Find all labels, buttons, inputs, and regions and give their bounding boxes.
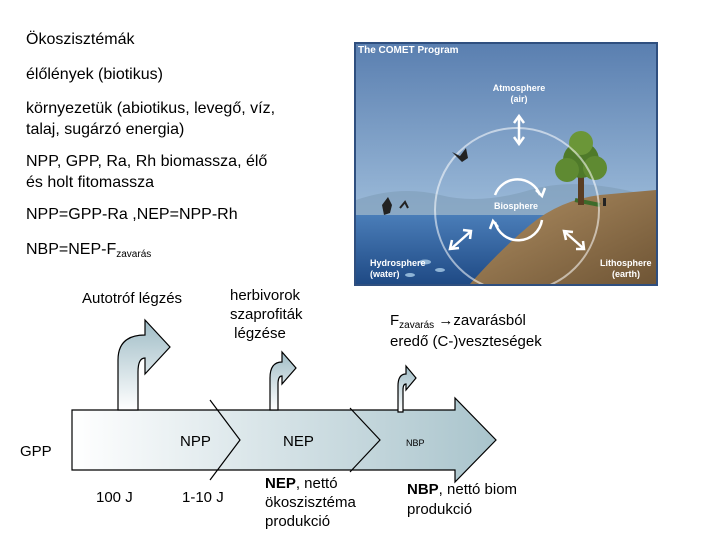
nbp-formula-subscript: zavarás xyxy=(116,249,152,260)
atmosphere-sub-label: (air) xyxy=(510,94,528,104)
fish-icon xyxy=(435,268,445,272)
autotrophic-respiration-arrow xyxy=(117,318,171,411)
biosphere-label: Biosphere xyxy=(494,201,539,211)
bullet-environment-line1: környezetük (abiotikus, levegő, víz, xyxy=(26,100,276,117)
gpp-label: GPP xyxy=(20,443,52,460)
nbp-label: NBP xyxy=(406,438,425,448)
nep-label: NEP xyxy=(283,433,314,450)
nbp-definition-rest: , nettó biom xyxy=(438,481,518,498)
bullet-environment-line2: talaj, sugárzó energia) xyxy=(26,121,185,138)
bullet-organisms: élőlények (biotikus) xyxy=(26,66,163,83)
bullet-biomass-line2: és holt fitomassza xyxy=(26,174,155,191)
disturbance-text: →zavarásból xyxy=(434,312,526,329)
lithosphere-sub-label: (earth) xyxy=(612,269,641,279)
nep-definition-line3: produkció xyxy=(265,513,331,530)
land xyxy=(470,190,656,284)
image-header: The COMET Program xyxy=(358,45,459,56)
hydrosphere-label: Hydrosphere xyxy=(370,258,426,268)
nbp-definition-line2: produkció xyxy=(407,501,473,518)
fish-icon xyxy=(405,273,415,277)
bullet-biomass-line1: NPP, GPP, Ra, Rh biomassza, élő xyxy=(26,153,268,170)
autotrophic-respiration-label: Autotróf légzés xyxy=(82,290,183,307)
bullet-nbp-formula: NBP=NEP-Fzavarás xyxy=(26,240,151,265)
nbp-formula-main: NBP=NEP-F xyxy=(26,241,117,258)
nep-definition-bold: NEP xyxy=(265,475,296,492)
nep-separator xyxy=(349,407,381,473)
hydrosphere-sub-label: (water) xyxy=(370,269,400,279)
disturbance-label-line1: Fzavarás →zavarásból xyxy=(390,311,526,336)
heterotrophic-respiration-arrow xyxy=(269,350,297,411)
earth-spheres-image xyxy=(354,42,658,286)
nbp-definition-line1: NBP, nettó biom xyxy=(407,480,517,499)
nep-definition-line2: ökoszisztéma xyxy=(265,494,356,511)
disturbance-loss-arrow xyxy=(397,364,417,413)
penguin-icon xyxy=(382,197,392,215)
main-flow-arrow xyxy=(71,396,497,484)
exchange-arrows-icon xyxy=(448,113,586,251)
animal-icon xyxy=(603,198,606,206)
fish-icon xyxy=(419,259,431,265)
energy-1-10j: 1-10 J xyxy=(182,489,224,506)
cycle-circle xyxy=(434,127,600,284)
disturbance-subscript: zavarás xyxy=(399,320,435,331)
herbivore-label-line1: herbivorok xyxy=(230,287,301,304)
nep-definition-line1: NEP, nettó xyxy=(265,474,338,493)
npp-label: NPP xyxy=(180,433,211,450)
bullet-npp-formula: NPP=GPP-Ra ,NEP=NPP-Rh xyxy=(26,206,238,223)
npp-separator xyxy=(209,399,241,481)
biosphere-cycle-arrows-icon xyxy=(488,178,547,242)
disturbance-label-line2: eredő (C-)veszteségek xyxy=(390,333,542,350)
herbivore-label-line3: légzése xyxy=(230,325,286,342)
nep-definition-rest: , nettó xyxy=(295,475,338,492)
nbp-definition-bold: NBP xyxy=(407,481,439,498)
herbivore-label-line2: szaprofiták xyxy=(230,306,303,323)
seabird-icon xyxy=(399,200,409,209)
disturbance-f: F xyxy=(390,312,400,329)
bullet-ecosystems: Ökoszisztémák xyxy=(26,31,135,48)
lithosphere-label: Lithosphere xyxy=(600,258,652,268)
atmosphere-label: Atmosphere xyxy=(492,83,546,93)
bird-icon xyxy=(452,148,468,162)
energy-100j: 100 J xyxy=(96,489,133,506)
